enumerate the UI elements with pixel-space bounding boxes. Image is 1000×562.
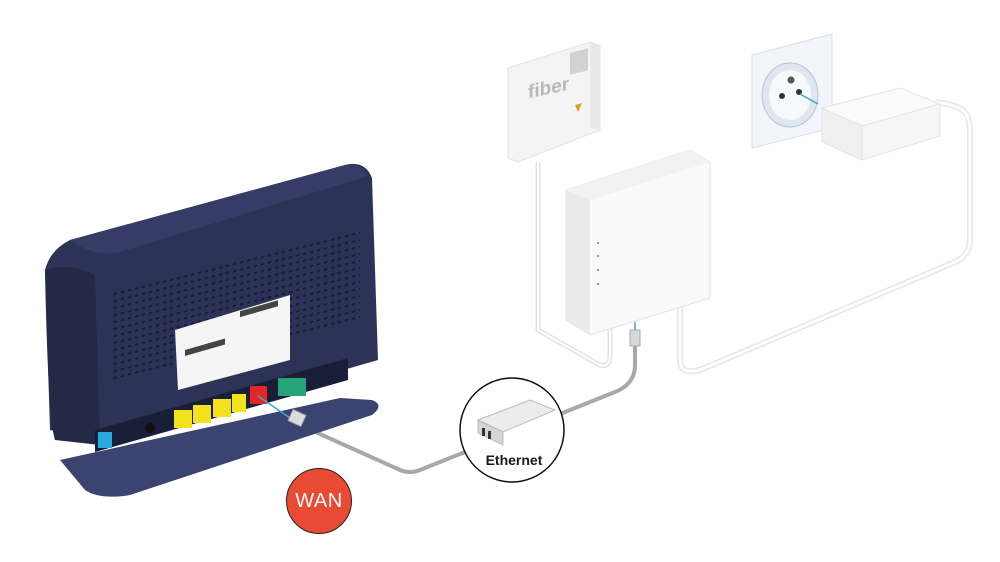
fiber-outlet (507, 41, 601, 163)
power-adapter (820, 87, 942, 161)
wan-badge: WAN (286, 468, 352, 534)
tel-port (98, 432, 112, 448)
ethernet-label: Ethernet (485, 452, 543, 468)
ont-plug (629, 329, 641, 347)
ethernet-callout (459, 377, 565, 483)
lan-port-3 (213, 399, 231, 417)
router-label (175, 295, 290, 390)
power-port (145, 423, 155, 433)
tel-ports-green (278, 378, 306, 396)
lan-port-2 (193, 405, 211, 423)
wall-socket (751, 33, 833, 149)
wan-plug (287, 408, 307, 428)
router (45, 163, 379, 497)
ont-box (565, 149, 711, 336)
lan-port-4 (232, 394, 246, 412)
lan-port-1 (174, 410, 192, 428)
